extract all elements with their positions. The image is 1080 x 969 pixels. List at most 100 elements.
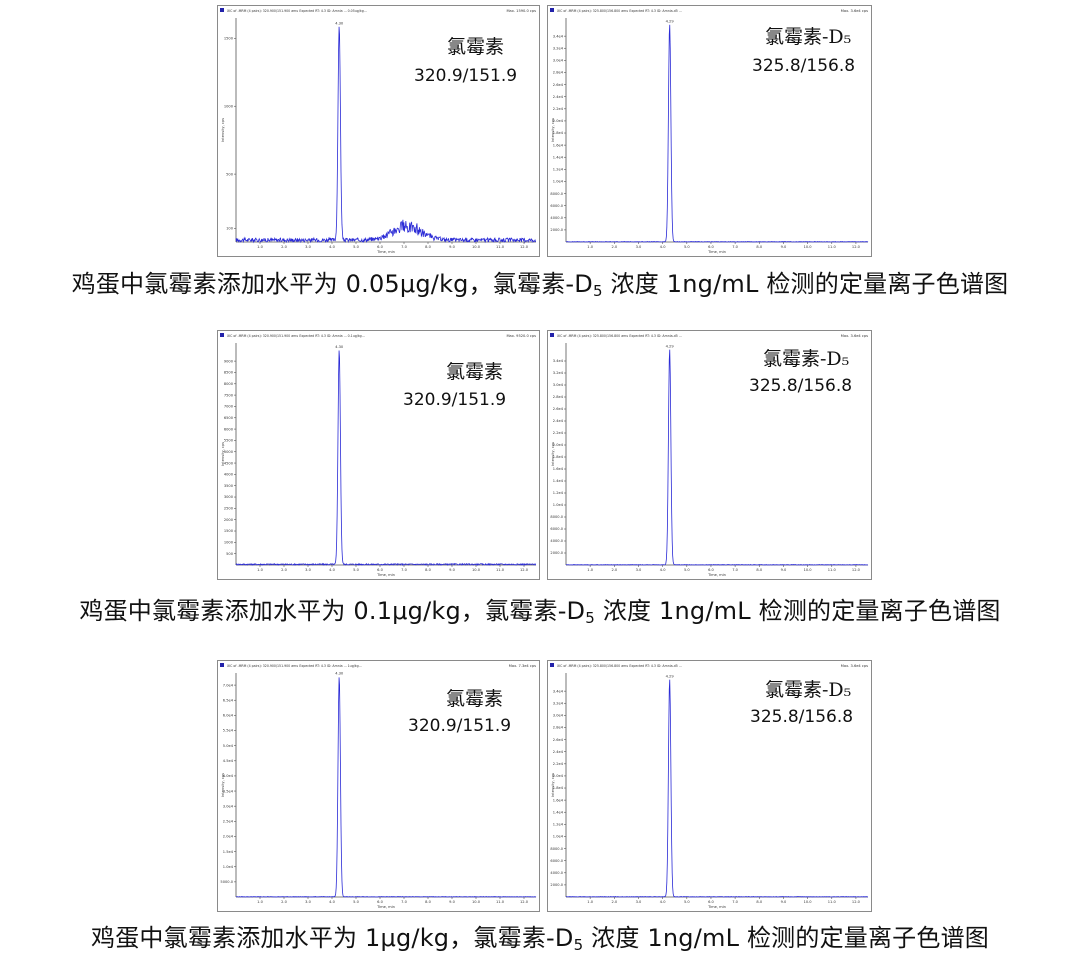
y-tick-label: 1.6e4 (553, 467, 564, 471)
y-tick-label: 5000 (224, 450, 234, 454)
x-tick-label: 1.0 (257, 900, 263, 904)
x-tick-label: 11.0 (828, 245, 837, 249)
y-tick-label: 6.5e4 (223, 698, 234, 702)
y-tick-label: 3.0e4 (553, 59, 564, 63)
y-tick-label: 3000 (224, 495, 234, 499)
y-tick-label: 7500 (224, 393, 234, 397)
y-tick-label: 1.6e4 (553, 798, 564, 802)
y-axis-label: Intensity, cps (221, 442, 225, 466)
caption-text: 浓度 1ng/mL 检测的定量离子色谱图 (583, 924, 989, 952)
x-tick-label: 2.0 (281, 568, 287, 572)
y-tick-label: 5000.0 (220, 880, 233, 884)
x-tick-label: 7.0 (732, 568, 738, 572)
y-tick-label: 3.2e4 (553, 46, 564, 50)
x-tick-label: 1.0 (257, 568, 263, 572)
y-tick-label: 3.0e4 (553, 383, 564, 387)
y-tick-label: 1.2e4 (553, 823, 564, 827)
y-tick-label: 1.0e4 (553, 835, 564, 839)
peak-rt-label: 4.30 (335, 22, 344, 26)
x-tick-label: 7.0 (401, 245, 407, 249)
x-tick-label: 8.0 (756, 568, 762, 572)
caption-row2: 鸡蛋中氯霉素添加水平为 0.1μg/kg，氯霉素-D5 浓度 1ng/mL 检测… (0, 591, 1080, 627)
y-tick-label: 1.5e4 (223, 850, 234, 854)
x-tick-label: 7.0 (732, 245, 738, 249)
y-axis-label: Intensity, cps (221, 118, 225, 142)
x-tick-label: 5.0 (684, 568, 690, 572)
y-tick-label: 6000 (224, 427, 234, 431)
chromatogram-chloramphenicol-row3: XIC of -MRM (4 pairs): 320.900/151.900 a… (217, 660, 540, 912)
legend-swatch (220, 8, 224, 12)
compound-label: 氯霉素-D₅ (765, 26, 852, 48)
x-tick-label: 9.0 (781, 245, 787, 249)
y-tick-label: 100 (226, 227, 234, 231)
chromatogram-chloramphenicol-row2: XIC of -MRM (4 pairs): 320.900/151.900 a… (217, 330, 540, 580)
y-tick-label: 3.4e4 (553, 359, 564, 363)
x-tick-label: 5.0 (353, 245, 359, 249)
peak-rt-label: 4.29 (666, 20, 675, 24)
y-tick-label: 1.2e4 (553, 168, 564, 172)
legend-swatch (550, 663, 554, 667)
y-tick-label: 3.4e4 (553, 689, 564, 693)
y-tick-label: 3.4e4 (553, 34, 564, 38)
x-tick-label: 8.0 (756, 900, 762, 904)
y-tick-label: 6.0e4 (223, 714, 234, 718)
caption-text: 鸡蛋中氯霉素添加水平为 1μg/kg，氯霉素-D (91, 924, 574, 952)
x-tick-label: 5.0 (684, 900, 690, 904)
x-tick-label: 12.0 (520, 568, 529, 572)
x-tick-label: 10.0 (804, 900, 813, 904)
x-tick-label: 12.0 (852, 568, 861, 572)
y-tick-label: 6000.0 (550, 204, 563, 208)
x-tick-label: 8.0 (756, 245, 762, 249)
x-tick-label: 8.0 (425, 568, 431, 572)
x-tick-label: 2.0 (281, 900, 287, 904)
x-tick-label: 5.0 (684, 245, 690, 249)
y-tick-label: 8000.0 (550, 192, 563, 196)
y-tick-label: 2.6e4 (553, 83, 564, 87)
compound-label: 氯霉素 (446, 361, 504, 383)
x-tick-label: 5.0 (353, 568, 359, 572)
y-axis-label: Intensity, cps (551, 118, 555, 142)
y-tick-label: 1000 (224, 541, 234, 545)
x-tick-label: 10.0 (472, 900, 481, 904)
y-tick-label: 5500 (224, 439, 234, 443)
y-tick-label: 2.4e4 (553, 95, 564, 99)
y-tick-label: 1.0e4 (553, 503, 564, 507)
y-tick-label: 4000.0 (550, 871, 563, 875)
caption-row3: 鸡蛋中氯霉素添加水平为 1μg/kg，氯霉素-D5 浓度 1ng/mL 检测的定… (0, 918, 1080, 954)
y-tick-label: 4000.0 (550, 539, 563, 543)
x-tick-label: 11.0 (496, 245, 505, 249)
y-tick-label: 2.2e4 (553, 762, 564, 766)
y-tick-label: 2.8e4 (553, 726, 564, 730)
legend-swatch (220, 333, 224, 337)
y-tick-label: 2.2e4 (553, 107, 564, 111)
chart-svg: XIC of -MRM (4 pairs): 320.900/151.900 a… (220, 333, 536, 577)
chart-svg: XIC of -MRM (4 pairs): 320.900/151.900 a… (220, 8, 536, 254)
chromatogram-chloramphenicol-row1: XIC of -MRM (4 pairs): 320.900/151.900 a… (217, 5, 540, 257)
transition-label: 325.8/156.8 (749, 376, 853, 396)
x-tick-label: 11.0 (828, 900, 837, 904)
x-tick-label: 11.0 (496, 900, 505, 904)
y-tick-label: 1500 (224, 529, 234, 533)
chromatogram-internal-standard-row3: XIC of -MRM (4 pairs): 325.800/156.800 a… (547, 660, 872, 912)
x-tick-label: 12.0 (520, 245, 529, 249)
y-tick-label: 1.6e4 (553, 143, 564, 147)
max-intensity-label: Max. 3.6e4 cps (841, 9, 868, 13)
y-axis-label: Intensity, cps (221, 773, 225, 797)
y-tick-label: 4000.0 (550, 216, 563, 220)
chromatogram-trace (565, 24, 869, 243)
peak-rt-label: 4.29 (666, 675, 675, 679)
caption-text: 鸡蛋中氯霉素添加水平为 0.1μg/kg，氯霉素-D (79, 597, 586, 625)
chart-header-text: XIC of -MRM (4 pairs): 325.800/156.800 a… (557, 9, 682, 13)
x-tick-label: 6.0 (377, 245, 383, 249)
x-tick-label: 9.0 (449, 245, 455, 249)
caption-text: 浓度 1ng/mL 检测的定量离子色谱图 (594, 597, 1001, 625)
x-tick-label: 8.0 (425, 245, 431, 249)
y-tick-label: 1.4e4 (553, 810, 564, 814)
x-tick-label: 12.0 (852, 245, 861, 249)
caption-row1: 鸡蛋中氯霉素添加水平为 0.05μg/kg，氯霉素-D5 浓度 1ng/mL 检… (0, 264, 1080, 300)
x-axis-label: Time, min (376, 573, 395, 577)
x-tick-label: 7.0 (401, 900, 407, 904)
y-tick-label: 8000.0 (550, 515, 563, 519)
y-tick-label: 3500 (224, 484, 234, 488)
x-tick-label: 4.0 (329, 900, 335, 904)
